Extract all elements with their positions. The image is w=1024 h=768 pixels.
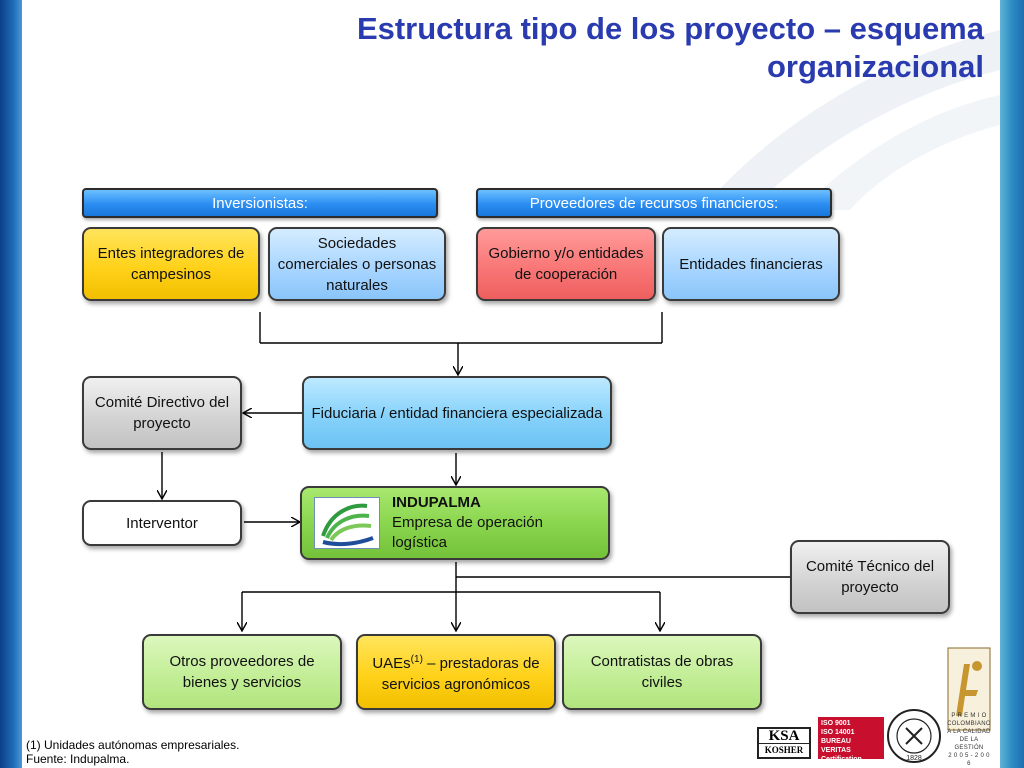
footnote-source: Fuente: Indupalma. bbox=[26, 752, 130, 766]
header-proveedores: Proveedores de recursos financieros: bbox=[476, 188, 832, 218]
node-fiduciaria-label: Fiduciaria / entidad financiera especial… bbox=[311, 404, 603, 422]
node-interventor-label: Interventor bbox=[126, 514, 198, 532]
node-gobierno: Gobierno y/o entidades de cooperación bbox=[476, 227, 656, 301]
kosher-text: KOSHER bbox=[759, 743, 809, 757]
node-uaes-prefix: UAEs bbox=[372, 655, 411, 672]
node-interventor: Interventor bbox=[82, 500, 242, 546]
iso-certification-badge: ISO 9001 ISO 14001 BUREAU VERITAS Certif… bbox=[818, 717, 884, 763]
header-inversionistas: Inversionistas: bbox=[82, 188, 438, 218]
iso-line-1: ISO 9001 bbox=[821, 720, 851, 727]
node-uaes-label: UAEs(1) – prestadoras de servicios agron… bbox=[364, 649, 548, 695]
iso-line-2: ISO 14001 bbox=[821, 729, 855, 736]
node-uaes-suffix: – prestadoras de servicios agronómicos bbox=[381, 655, 540, 693]
premio-line-3: A LA CALIDAD bbox=[947, 729, 991, 735]
node-comite-directivo-label: Comité Directivo del proyecto bbox=[94, 394, 230, 432]
node-sociedades: Sociedades comerciales o personas natura… bbox=[268, 227, 446, 301]
node-uaes-footnote-ref: (1) bbox=[410, 654, 423, 665]
left-decor-band bbox=[0, 0, 22, 768]
bureau-veritas-seal-icon: 1828 bbox=[887, 709, 941, 763]
node-entes-integradores: Entes integradores de campesinos bbox=[82, 227, 260, 301]
premio-line-1: P R E M I O bbox=[951, 713, 987, 719]
premio-line-2: COLOMBIANO bbox=[947, 721, 991, 727]
node-entidades-label: Entidades financieras bbox=[679, 255, 823, 273]
node-fiduciaria: Fiduciaria / entidad financiera especial… bbox=[302, 376, 612, 450]
ksa-text: KSA bbox=[768, 728, 800, 744]
indupalma-logo bbox=[314, 497, 380, 549]
premio-text: P R E M I O COLOMBIANO A LA CALIDAD DE L… bbox=[946, 712, 992, 768]
node-contratistas: Contratistas de obras civiles bbox=[562, 634, 762, 710]
premio-calidad-logo-icon bbox=[947, 647, 991, 731]
bv-year: 1828 bbox=[906, 755, 922, 762]
node-contratistas-label: Contratistas de obras civiles bbox=[590, 653, 734, 691]
iso-line-3: BUREAU VERITAS bbox=[821, 738, 851, 754]
node-indupalma: INDUPALMA Empresa de operación logística bbox=[300, 486, 610, 560]
node-entes-label: Entes integradores de campesinos bbox=[97, 245, 245, 283]
node-comite-directivo: Comité Directivo del proyecto bbox=[82, 376, 242, 450]
premio-line-4: DE LA GESTIÓN bbox=[954, 737, 984, 751]
node-sociedades-label: Sociedades comerciales o personas natura… bbox=[277, 234, 437, 294]
node-comite-tecnico: Comité Técnico del proyecto bbox=[790, 540, 950, 614]
node-comite-tecnico-label: Comité Técnico del proyecto bbox=[805, 558, 935, 596]
page-title: Estructura tipo de los proyecto – esquem… bbox=[356, 11, 984, 84]
footnote-line-1: (1) Unidades autónomas empresariales. bbox=[26, 738, 240, 752]
background-swoosh bbox=[700, 30, 1000, 210]
indupalma-text: INDUPALMA Empresa de operación logística bbox=[392, 493, 602, 553]
indupalma-description: Empresa de operación logística bbox=[392, 514, 543, 551]
node-otros-label: Otros proveedores de bienes y servicios bbox=[169, 653, 315, 691]
node-uaes: UAEs(1) – prestadoras de servicios agron… bbox=[356, 634, 556, 710]
node-otros-proveedores: Otros proveedores de bienes y servicios bbox=[142, 634, 342, 710]
node-entidades-financieras: Entidades financieras bbox=[662, 227, 840, 301]
premio-line-5: 2 0 0 5 - 2 0 0 6 bbox=[948, 753, 990, 767]
iso-line-4: Certification bbox=[821, 756, 862, 763]
footnote: (1) Unidades autónomas empresariales. Fu… bbox=[26, 738, 239, 766]
node-gobierno-label: Gobierno y/o entidades de cooperación bbox=[488, 245, 644, 283]
right-decor-band bbox=[1000, 0, 1024, 768]
indupalma-name: INDUPALMA bbox=[392, 494, 481, 511]
